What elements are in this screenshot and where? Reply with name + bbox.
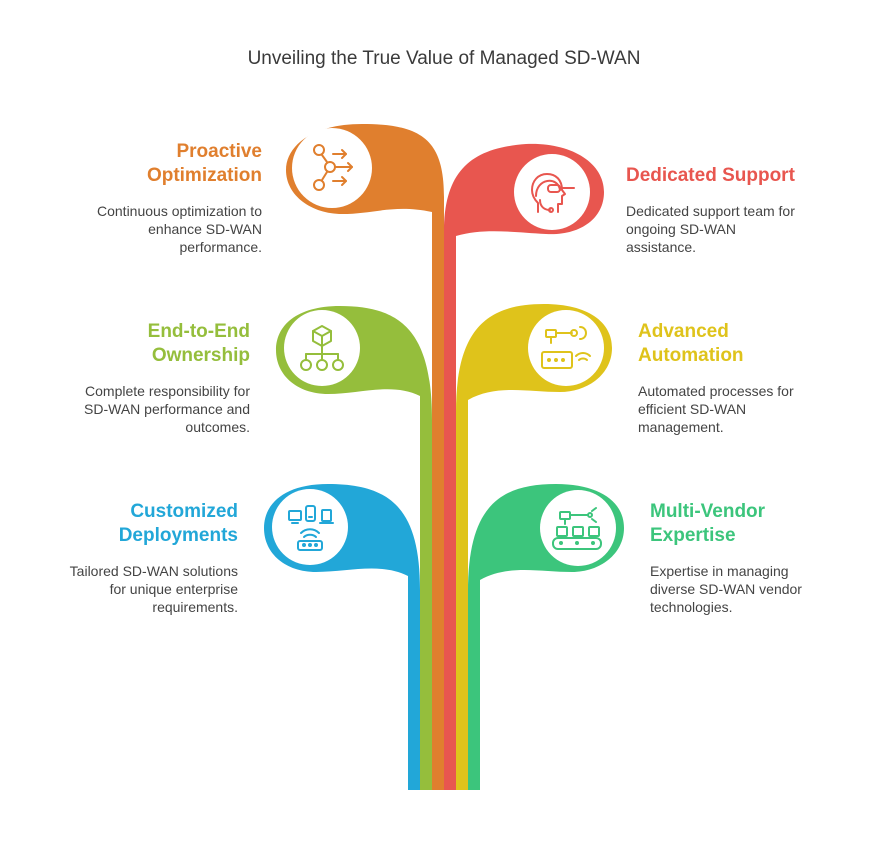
icon-disc-blue bbox=[272, 489, 348, 565]
share-arrows-icon bbox=[313, 144, 353, 191]
icon-disc-yellow bbox=[528, 310, 604, 386]
branch-end-to-end-ownership bbox=[276, 306, 432, 790]
branch-multi-vendor-expertise bbox=[468, 484, 624, 790]
leaf-shape-red bbox=[444, 143, 604, 790]
heading-customized-deployments: Customized Deployments bbox=[118, 501, 238, 546]
heading-multi-vendor-expertise: Multi-Vendor Expertise bbox=[650, 501, 766, 546]
robot-arm-icon bbox=[541, 326, 591, 369]
branch-customized-deployments bbox=[264, 484, 420, 790]
desc-advanced-automation: Automated processes for efficient SD-WAN… bbox=[638, 383, 794, 435]
desc-end-to-end-ownership: Complete responsibility for SD-WAN perfo… bbox=[84, 383, 250, 435]
network-devices-icon bbox=[288, 505, 334, 551]
heading-advanced-automation: Advanced Automation bbox=[638, 321, 744, 366]
icon-disc-orange bbox=[292, 128, 372, 208]
conveyor-robot-icon bbox=[552, 507, 602, 550]
branch-dedicated-support bbox=[444, 143, 604, 790]
desc-proactive-optimization: Continuous optimization to enhance SD-WA… bbox=[97, 203, 262, 255]
heading-proactive-optimization: Proactive Optimization bbox=[146, 141, 262, 186]
branch-advanced-automation bbox=[456, 304, 612, 790]
heading-end-to-end-ownership: End-to-End Ownership bbox=[147, 321, 250, 366]
desc-multi-vendor-expertise: Expertise in managing diverse SD-WAN ven… bbox=[650, 563, 802, 615]
headset-agent-icon bbox=[531, 173, 575, 213]
desc-dedicated-support: Dedicated support team for ongoing SD-WA… bbox=[626, 203, 795, 255]
cube-hierarchy-icon bbox=[300, 325, 344, 371]
heading-dedicated-support: Dedicated Support bbox=[626, 165, 795, 186]
diagram-title: Unveiling the True Value of Managed SD-W… bbox=[247, 48, 641, 69]
desc-customized-deployments: Tailored SD-WAN solutions for unique ent… bbox=[69, 563, 238, 615]
branch-proactive-optimization bbox=[286, 124, 444, 790]
